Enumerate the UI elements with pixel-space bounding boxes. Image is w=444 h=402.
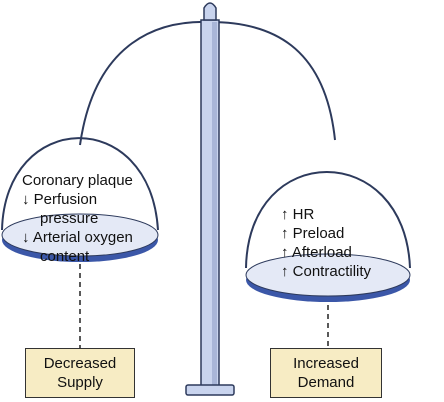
pole-finial (203, 2, 217, 21)
right-pan-text: ↑ HR ↑ Preload ↑ Afterload ↑ Contractili… (281, 205, 371, 281)
left-pan-surface (1, 213, 159, 257)
pole-base (185, 384, 235, 396)
increased-demand-box: Increased Demand (270, 348, 382, 398)
left-pan-line: content (40, 248, 90, 265)
decreased-supply-box: Decreased Supply (25, 348, 135, 398)
right-pan-line: ↑ Contractility (281, 263, 372, 280)
pole-shading (212, 22, 217, 386)
box-line: Supply (57, 374, 103, 391)
right-pan-hanger (245, 171, 411, 269)
right-pan-surface (245, 253, 411, 297)
left-pan-line: ↓ Perfusion (22, 191, 98, 208)
right-pan-line: ↑ Preload (281, 225, 345, 242)
box-line: Demand (297, 374, 355, 391)
left-pan-hanger (1, 137, 159, 231)
left-pan-line: Coronary plaque (22, 172, 133, 189)
left-pan-line: ↓ Arterial oxygen (22, 229, 133, 246)
left-pan-text: Coronary plaque ↓ Perfusion pressure ↓ A… (22, 171, 133, 266)
box-line: Increased (293, 355, 359, 372)
left-pan-line: pressure (40, 210, 99, 227)
right-pan-line: ↑ Afterload (281, 244, 352, 261)
right-pan-line: ↑ HR (281, 206, 315, 223)
box-line: Decreased (43, 355, 117, 372)
